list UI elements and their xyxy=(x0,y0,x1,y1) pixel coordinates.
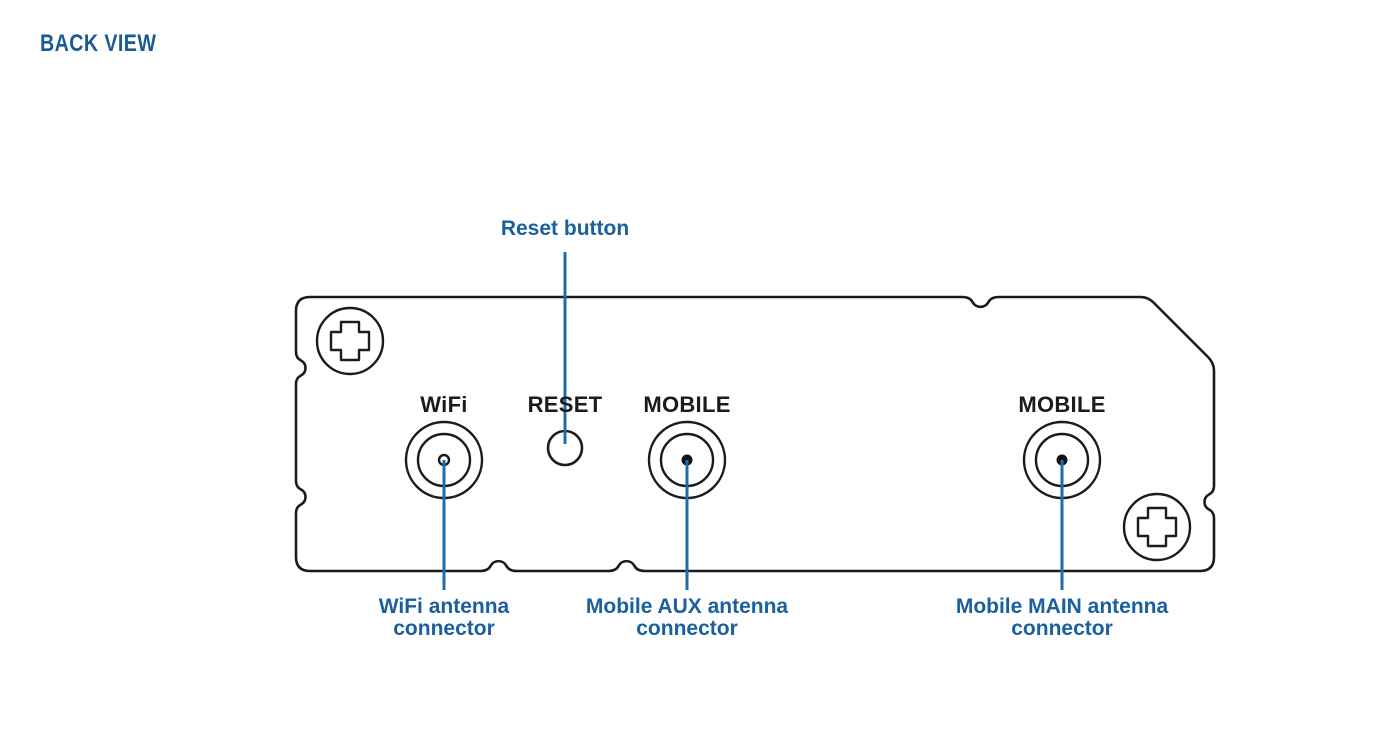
enclosure-outline xyxy=(294,295,1216,573)
callout-mobile-main-antenna-connector: Mobile MAIN antenna connector xyxy=(955,595,1169,641)
callout-reset-button: Reset button xyxy=(500,217,630,240)
port-label-wifi: WiFi xyxy=(420,392,468,417)
callout-mobile-aux-antenna-connector: Mobile AUX antenna connector xyxy=(585,595,789,641)
port-label-mobile-main: MOBILE xyxy=(1018,392,1106,417)
port-label-reset: RESET xyxy=(527,392,603,417)
callout-wifi-antenna-connector: WiFi antenna connector xyxy=(378,595,510,641)
port-label-mobile-aux: MOBILE xyxy=(643,392,731,417)
screw-top-left xyxy=(315,306,385,376)
page-title: BACK VIEW xyxy=(40,30,157,57)
screw-bottom-right xyxy=(1122,492,1192,562)
